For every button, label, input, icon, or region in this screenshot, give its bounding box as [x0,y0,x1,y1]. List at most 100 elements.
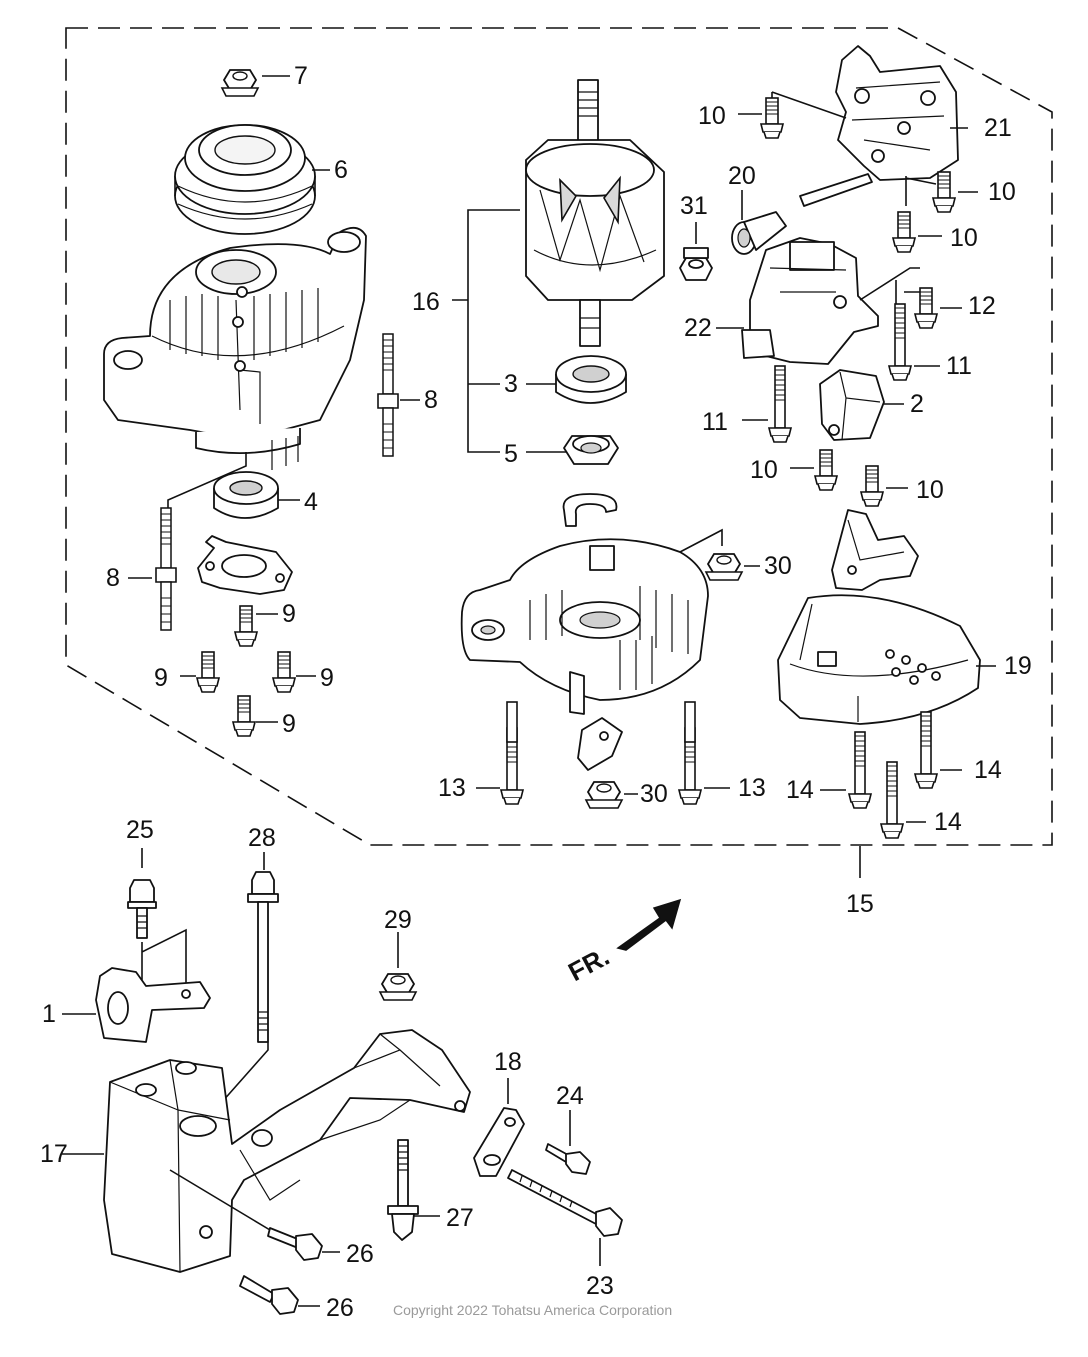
callout-11a: 11 [946,352,972,380]
pulley-nut [221,69,259,97]
callout-9a: 9 [282,600,296,628]
callout-20: 20 [728,162,756,190]
callout-10c: 10 [950,224,978,252]
voltage-regulator [741,237,879,365]
copyright-notice: Copyright 2022 Tohatsu America Corporati… [393,1302,673,1318]
callout-9b: 9 [154,664,168,692]
bolt-26b [239,1275,299,1315]
screw-10a [760,97,784,139]
front-bearing [213,471,279,519]
front-direction-arrow [616,898,682,951]
rectifier [799,45,959,207]
callout-10a: 10 [698,102,726,130]
callout-9d: 9 [282,710,296,738]
callout-3: 3 [504,370,518,398]
brush-holder [819,369,885,441]
bearing-retainer-plate [197,535,293,595]
rear-cover [777,594,981,725]
front-direction-label: FR. [563,941,614,987]
screw-9a [234,605,258,647]
bracket-washer-plate [473,1107,525,1177]
callout-30a: 30 [764,552,792,580]
bolt-27 [387,1139,419,1241]
callout-22: 22 [684,314,712,342]
callout-7: 7 [294,62,308,90]
callout-14b: 14 [786,776,814,804]
screw-9d [232,695,256,737]
screw-10d [814,449,838,491]
screw-14a [914,711,938,789]
bolt-24 [545,1143,591,1175]
nut-30a [705,553,743,581]
long-bolt-23 [507,1169,623,1237]
bolt-25 [127,879,157,939]
terminal-bracket [577,717,623,771]
screw-11a [888,303,912,381]
adjuster-bracket [95,967,211,1043]
through-bolt-13c [506,701,518,743]
callout-10e: 10 [916,476,944,504]
callout-13b: 13 [738,774,766,802]
alternator-mounting-bracket [103,1029,471,1273]
callout-26a: 26 [346,1240,374,1268]
cover-bracket [831,509,919,591]
screw-11b [768,365,792,443]
callout-16: 16 [412,288,440,316]
screw-10e [860,465,884,507]
nut-29 [379,973,417,1001]
callout-10b: 10 [988,178,1016,206]
screw-10b [932,171,956,213]
screw-9c [272,651,296,693]
pulley [174,124,316,235]
callout-17: 17 [40,1140,68,1168]
rotor [525,79,665,347]
screw-12 [914,287,938,329]
screw-14b [848,731,872,809]
callout-12: 12 [968,292,996,320]
through-bolt-13d [684,701,696,743]
nut-30b [585,781,623,809]
callout-24: 24 [556,1082,584,1110]
callout-18: 18 [494,1048,522,1076]
screw-9b [196,651,220,693]
callout-25: 25 [126,816,154,844]
callout-1: 1 [42,1000,56,1028]
bearing-cover [563,435,619,465]
callout-14c: 14 [934,808,962,836]
callout-8-lower: 8 [106,564,120,592]
callout-5: 5 [504,440,518,468]
callout-13a: 13 [438,774,466,802]
callout-9c: 9 [320,664,334,692]
callout-21: 21 [984,114,1012,142]
rotor-bearing [555,355,627,404]
stud-bolt-upper [377,333,399,457]
callout-2: 2 [910,390,924,418]
callout-4: 4 [304,488,318,516]
callout-28: 28 [248,824,276,852]
callout-15: 15 [846,890,874,918]
callout-11b: 11 [702,408,728,436]
callout-19: 19 [1004,652,1032,680]
callout-23: 23 [586,1272,614,1300]
screw-10c [892,211,916,253]
callout-6: 6 [334,156,348,184]
retaining-clip [562,493,618,527]
screw-14c [880,761,904,839]
callout-26b: 26 [326,1294,354,1322]
bolt-26a [267,1227,323,1261]
callout-8-upper: 8 [424,386,438,414]
callout-29: 29 [384,906,412,934]
terminal-nut [679,247,713,281]
callout-14a: 14 [974,756,1002,784]
callout-27: 27 [446,1204,474,1232]
assembly-15-boundary [65,27,1053,846]
callout-31: 31 [680,192,708,220]
stud-bolt-lower [155,507,177,631]
callout-30b: 30 [640,780,668,808]
terminal-insulator [731,211,787,255]
alternator-front-housing [103,226,367,470]
long-bolt-28 [247,871,279,1043]
callout-10d: 10 [750,456,778,484]
rear-housing [460,538,709,715]
